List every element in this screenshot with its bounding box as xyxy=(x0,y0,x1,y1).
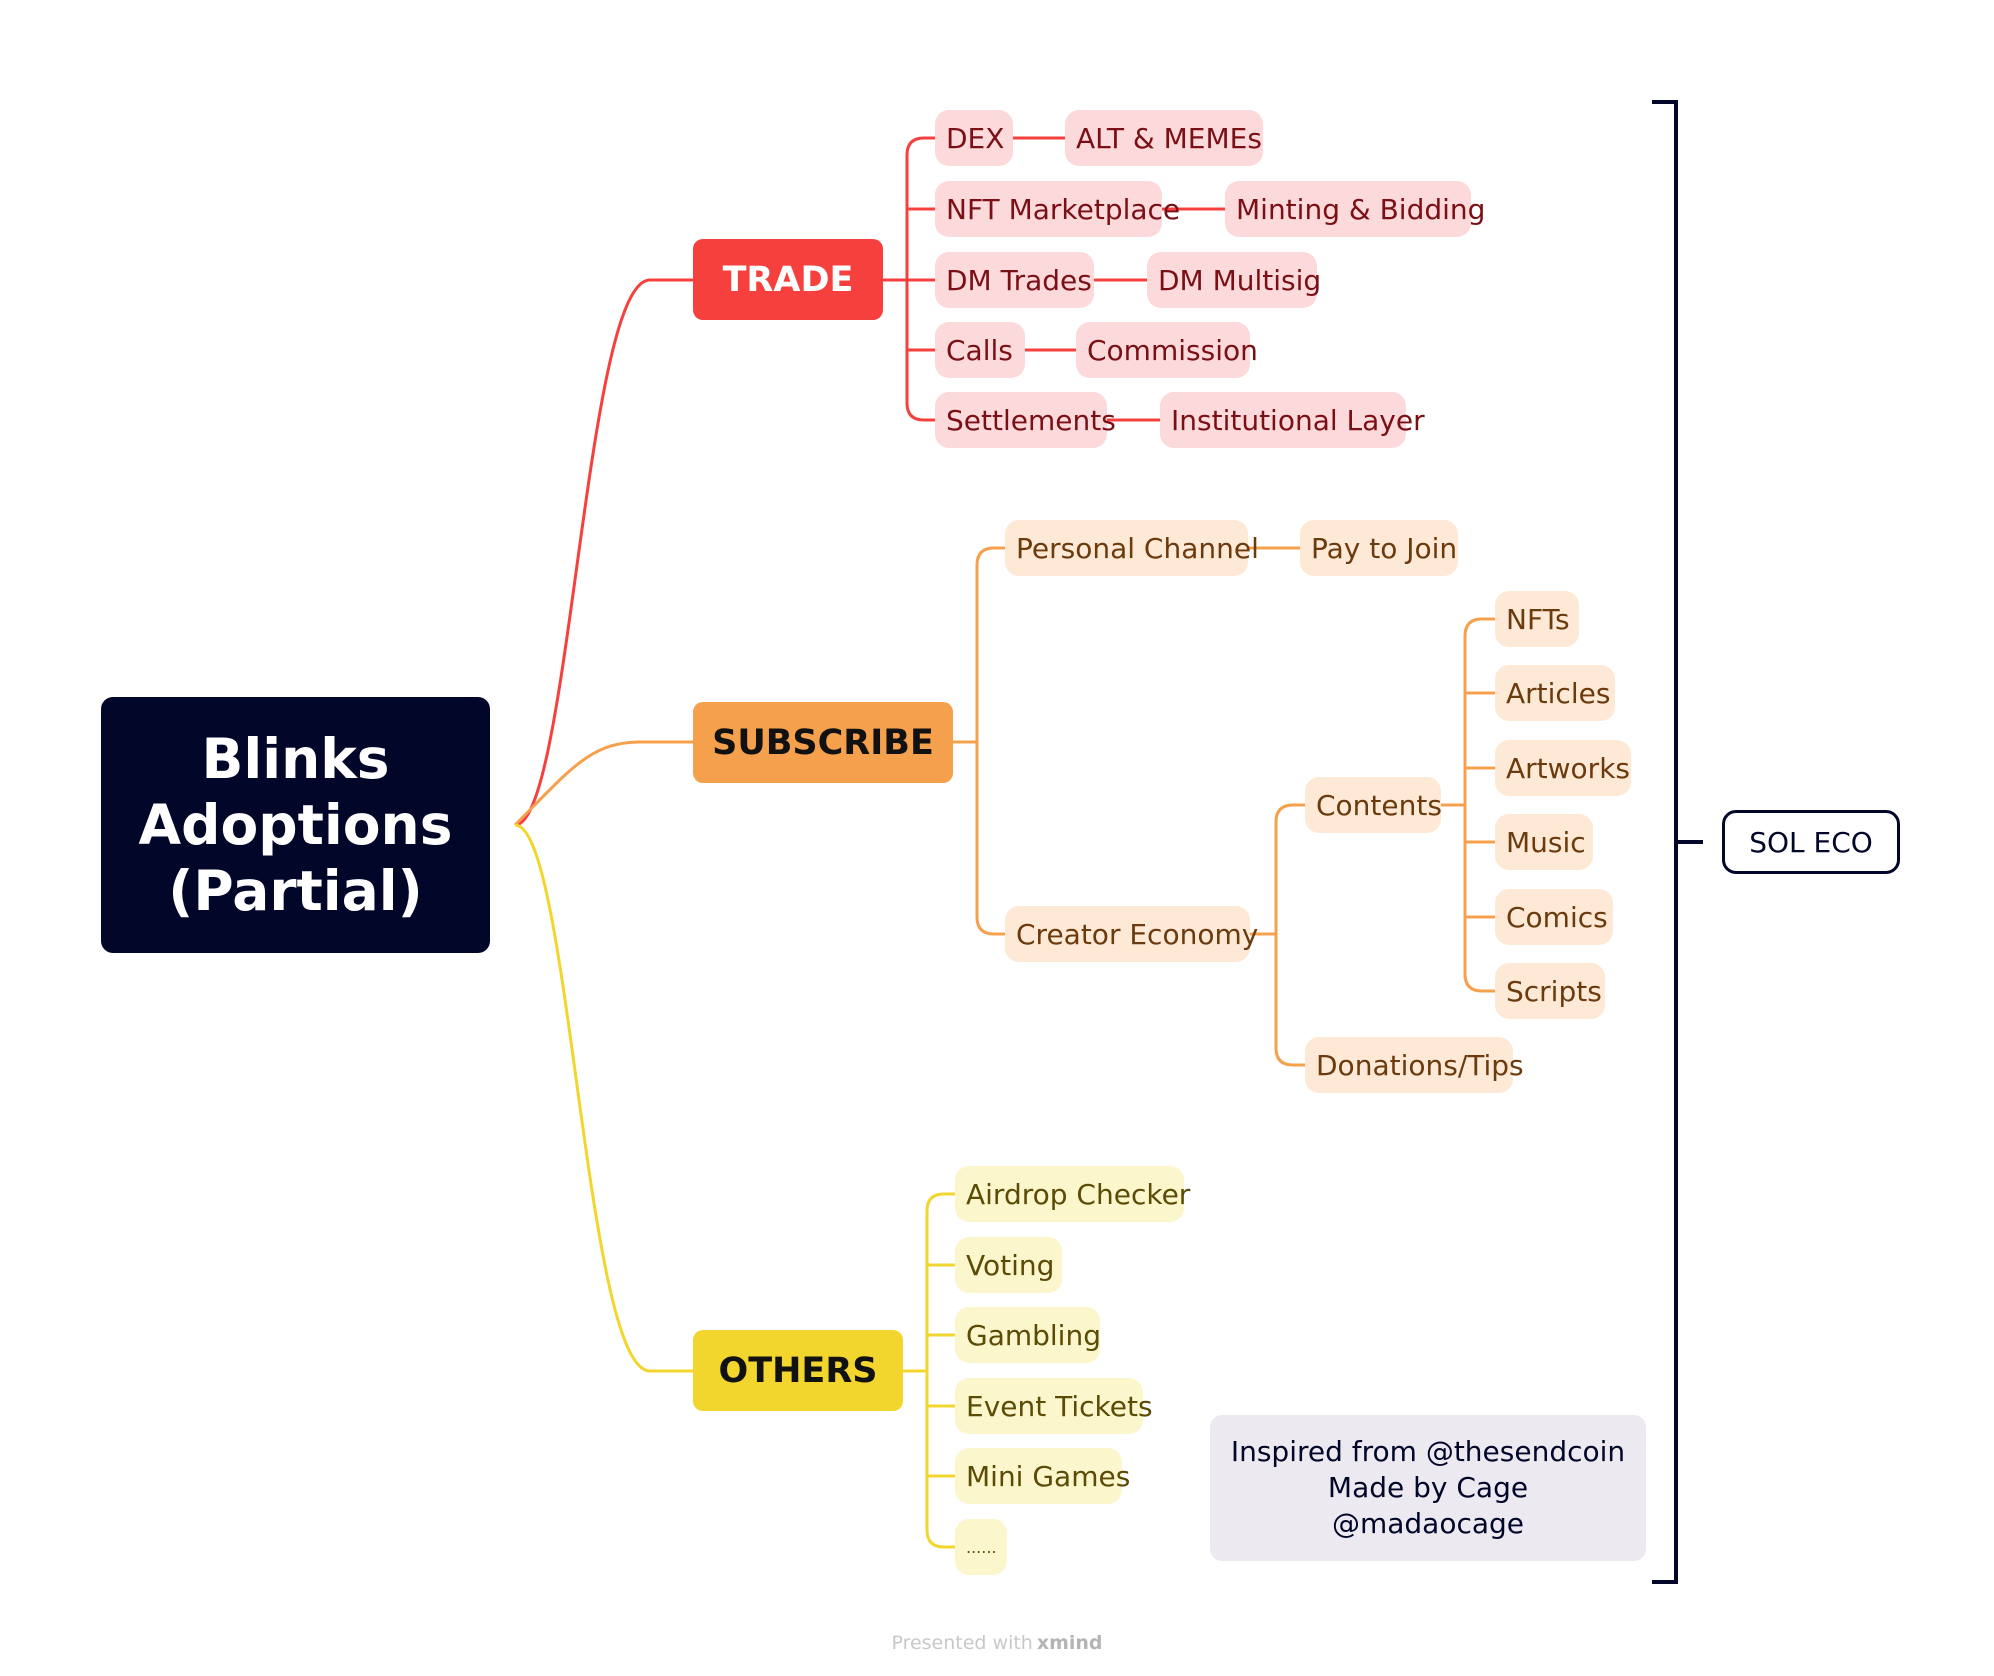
trade-item[interactable]: DM Trades xyxy=(935,252,1094,308)
credits-line-1: Inspired from @thesendcoin xyxy=(1230,1435,1626,1468)
trade-item-label: DM Trades xyxy=(946,263,1092,297)
credits-line-2: Made by Cage xyxy=(1327,1471,1529,1504)
trade-subitem-label: DM Multisig xyxy=(1158,263,1322,297)
others-item[interactable]: Gambling xyxy=(955,1307,1101,1363)
donations-tips-topic[interactable]: Donations/Tips xyxy=(1305,1037,1524,1093)
others-item[interactable]: Event Tickets xyxy=(955,1378,1153,1434)
content-item[interactable]: NFTs xyxy=(1495,591,1579,647)
donations-tips-label: Donations/Tips xyxy=(1316,1048,1524,1082)
root-topic-line-1: Blinks xyxy=(201,727,390,791)
subscribe-topic-label: SUBSCRIBE xyxy=(712,722,934,763)
trade-item-label: Calls xyxy=(946,333,1013,367)
trade-subitem[interactable]: DM Multisig xyxy=(1147,252,1321,308)
creator-economy-label: Creator Economy xyxy=(1016,917,1259,951)
personal-channel-topic[interactable]: Personal Channel xyxy=(1005,520,1259,576)
root-topic-line-2: Adoptions xyxy=(138,793,453,857)
pay-to-join-topic[interactable]: Pay to Join xyxy=(1300,520,1458,576)
content-item-label: NFTs xyxy=(1506,602,1570,636)
trade-subitem[interactable]: Commission xyxy=(1076,322,1258,378)
trade-item[interactable]: NFT Marketplace xyxy=(935,181,1180,237)
trade-subitem-label: Minting & Bidding xyxy=(1236,192,1486,226)
others-item[interactable]: Voting xyxy=(955,1237,1062,1293)
contents-topic[interactable]: Contents xyxy=(1305,777,1442,833)
others-item-label: Gambling xyxy=(966,1318,1101,1352)
trade-subitem-label: Commission xyxy=(1087,333,1258,367)
content-item-label: Articles xyxy=(1506,676,1611,710)
sol-eco-summary[interactable]: SOL ECO xyxy=(1722,810,1900,874)
trade-item[interactable]: Calls xyxy=(935,322,1025,378)
others-item[interactable]: Mini Games xyxy=(955,1448,1130,1504)
trade-item[interactable]: DEX xyxy=(935,110,1013,166)
content-item-label: Music xyxy=(1506,825,1586,859)
content-item[interactable]: Music xyxy=(1495,814,1593,870)
content-item-label: Scripts xyxy=(1506,974,1602,1008)
pay-to-join-label: Pay to Join xyxy=(1311,531,1458,565)
trade-subitem-label: ALT & MEMEs xyxy=(1076,121,1262,155)
credits-line-3: @madaocage xyxy=(1331,1507,1525,1540)
trade-item-label: NFT Marketplace xyxy=(946,192,1181,226)
subscribe-topic[interactable]: SUBSCRIBE xyxy=(693,702,953,783)
others-item-label: ...... xyxy=(966,1537,997,1557)
others-item-label: Event Tickets xyxy=(966,1389,1153,1423)
others-item[interactable]: ...... xyxy=(955,1519,1007,1575)
trade-topic-label: TRADE xyxy=(722,259,854,300)
personal-channel-label: Personal Channel xyxy=(1016,531,1259,565)
others-topic[interactable]: OTHERS xyxy=(693,1330,903,1411)
presented-with-footer: Presented with xmind xyxy=(0,1628,1994,1658)
trade-item[interactable]: Settlements xyxy=(935,392,1116,448)
footer-prefix: Presented with xyxy=(891,1632,1033,1654)
credits-note: Inspired from @thesendcoin Made by Cage … xyxy=(1210,1415,1646,1561)
trade-subitem[interactable]: Minting & Bidding xyxy=(1225,181,1485,237)
content-item[interactable]: Comics xyxy=(1495,889,1613,945)
contents-label: Contents xyxy=(1316,788,1442,822)
others-item-label: Mini Games xyxy=(966,1459,1131,1493)
content-item[interactable]: Scripts xyxy=(1495,963,1605,1019)
trade-item-label: Settlements xyxy=(946,403,1116,437)
trade-subitem-label: Institutional Layer xyxy=(1171,403,1425,437)
others-item-label: Voting xyxy=(966,1248,1055,1282)
content-item-label: Artworks xyxy=(1506,751,1630,785)
content-item[interactable]: Articles xyxy=(1495,665,1615,721)
root-topic[interactable]: Blinks Adoptions (Partial) xyxy=(101,697,490,953)
trade-topic[interactable]: TRADE xyxy=(693,239,883,320)
trade-subitem[interactable]: ALT & MEMEs xyxy=(1065,110,1263,166)
sol-eco-label: SOL ECO xyxy=(1749,825,1873,859)
root-topic-line-3: (Partial) xyxy=(168,859,423,923)
creator-economy-topic[interactable]: Creator Economy xyxy=(1005,906,1258,962)
others-item-label: Airdrop Checker xyxy=(966,1177,1191,1211)
trade-subitem[interactable]: Institutional Layer xyxy=(1160,392,1425,448)
footer-brand: xmind xyxy=(1036,1632,1103,1654)
trade-item-label: DEX xyxy=(946,121,1005,155)
content-item-label: Comics xyxy=(1506,900,1608,934)
others-item[interactable]: Airdrop Checker xyxy=(955,1166,1190,1222)
others-topic-label: OTHERS xyxy=(718,1350,878,1391)
content-item[interactable]: Artworks xyxy=(1495,740,1631,796)
